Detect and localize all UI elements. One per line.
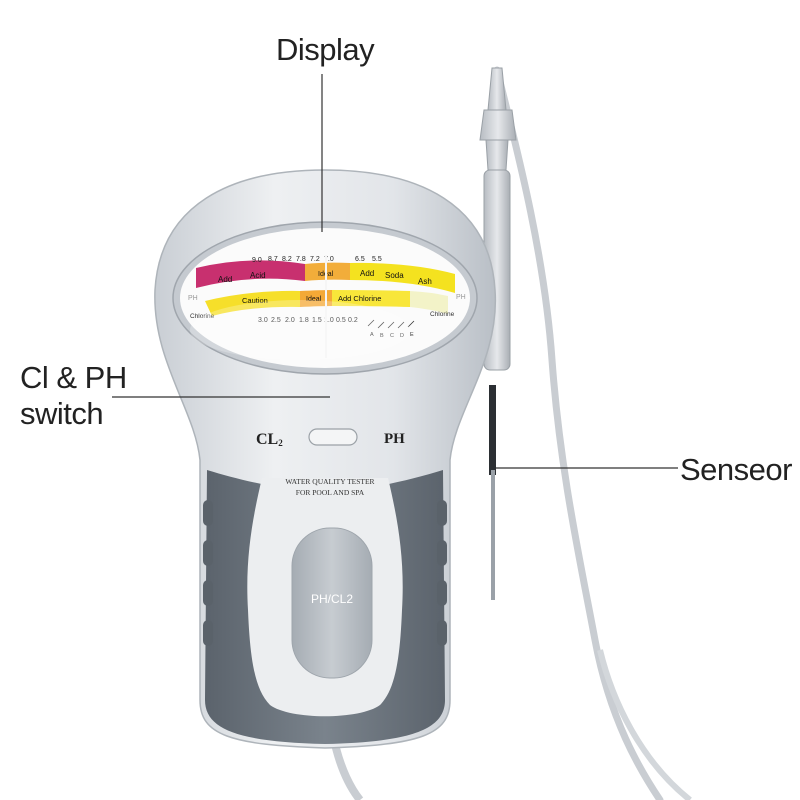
dial-ph-label-left: PH xyxy=(188,295,198,302)
marker-letter: B xyxy=(380,333,384,339)
ph-zone-label-soda: Soda xyxy=(385,271,404,280)
ph-zone-label-acid: Acid xyxy=(250,271,266,280)
ph-zone-acid xyxy=(196,260,305,288)
ph-zone-ideal xyxy=(305,262,350,281)
ph-zone-label-add: Add xyxy=(218,275,232,284)
cl-tick-label: 0.5 xyxy=(336,317,346,324)
cl-tick-label: 0.2 xyxy=(348,317,358,324)
cable-tail xyxy=(597,649,692,800)
sample-window xyxy=(291,527,373,679)
switch-label-cl2: CL2 xyxy=(256,431,283,448)
cl-zone-ideal xyxy=(300,290,332,307)
cl-tick-label: 1.0 xyxy=(324,317,334,324)
cl-tick-label: 1.5 xyxy=(312,317,322,324)
callout-sensor: Senseor xyxy=(680,452,792,487)
cl-ph-switch[interactable] xyxy=(308,428,358,446)
dial-glare xyxy=(190,300,410,360)
cl-tick-label: 2.5 xyxy=(271,317,281,324)
cl-zone-caution xyxy=(205,290,300,316)
sensor-probe xyxy=(489,385,496,600)
ph-zone-label-add2: Add xyxy=(360,269,374,278)
cl-scale: 3.0 2.5 2.0 1.8 1.5 1.0 0.5 0.2 xyxy=(258,317,358,324)
ph-tick-label: 8.2 xyxy=(282,256,292,263)
ph-zone-soda xyxy=(350,262,455,293)
window-label: PH/CL2 xyxy=(311,592,353,606)
cl-zone-add xyxy=(332,290,410,307)
cl-tick-label: 3.0 xyxy=(258,317,268,324)
ph-zone-label-ash: Ash xyxy=(418,277,432,286)
ph-tick-label: 7.8 xyxy=(296,256,306,263)
dial-scale xyxy=(196,260,455,316)
callout-display: Display xyxy=(276,32,375,67)
marker-letters: A B C D E xyxy=(370,332,414,339)
cl-zone-fade xyxy=(410,291,448,314)
tester-title-line2: FOR POOL AND SPA xyxy=(296,488,365,497)
cl-zone-label-add: Add Chlorine xyxy=(338,294,381,303)
ph-tick-label: 7.2 xyxy=(310,256,320,263)
cl-zone-label-caution: Caution xyxy=(242,296,268,305)
cl-tick-label: 1.8 xyxy=(299,317,309,324)
dial-ph-label-right: PH xyxy=(456,294,466,301)
callout-switch-line1: Cl & PH xyxy=(20,360,127,395)
callout-switch-line2: switch xyxy=(20,396,104,431)
marker-letter: A xyxy=(370,332,374,338)
marker-letter: D xyxy=(400,333,404,339)
marker-letter: E xyxy=(410,332,414,338)
callout-switch: Cl & PH switch xyxy=(20,360,127,432)
dial-chlorine-label-right: Chlorine xyxy=(430,311,455,318)
marker-letter: C xyxy=(390,333,394,339)
ph-tick-label: 6.5 xyxy=(355,256,365,263)
ph-scale: 9.0 8.7 8.2 7.8 7.2 7.0 6.5 5.5 xyxy=(252,256,382,264)
sensor-cable xyxy=(493,66,664,800)
cl-zone-label-ideal: Ideal xyxy=(306,296,322,303)
tester-title-line1: WATER QUALITY TESTER xyxy=(285,477,374,486)
switch-label-ph: PH xyxy=(384,431,405,447)
ph-tick-label: 5.5 xyxy=(372,256,382,263)
cl-tick-label: 2.0 xyxy=(285,317,295,324)
dial-chlorine-label-left: Chlorine xyxy=(190,313,215,320)
ph-tick-label: 8.7 xyxy=(268,256,278,263)
color-markers xyxy=(367,319,415,329)
ph-tick-label: 7.0 xyxy=(324,256,334,263)
grip-ribs xyxy=(203,500,447,646)
ph-tick-label: 9.0 xyxy=(252,257,262,264)
